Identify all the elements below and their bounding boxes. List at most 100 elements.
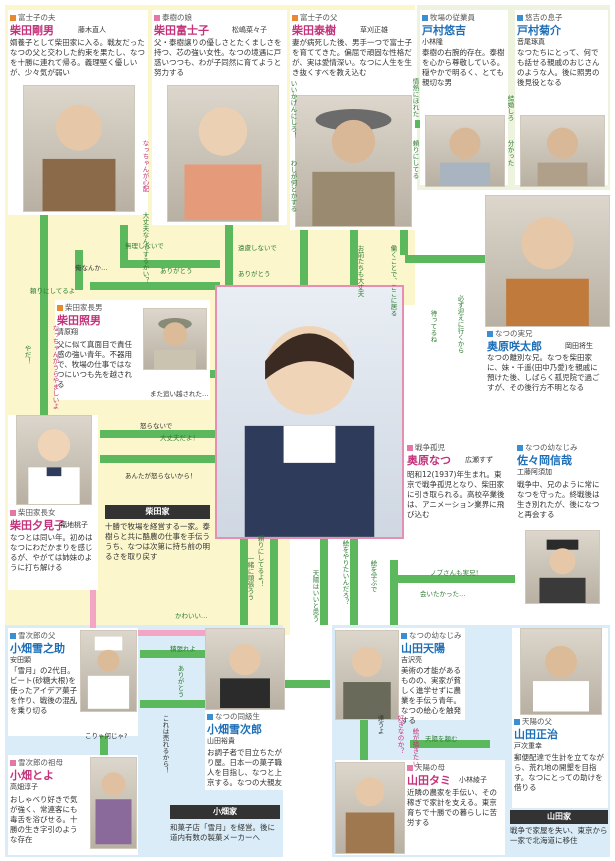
relation-label: また追い越された… bbox=[150, 390, 209, 398]
character-name: 佐々岡信哉 bbox=[517, 454, 572, 467]
relation-label: 必ず迎えに行くから bbox=[456, 295, 464, 354]
connector-line bbox=[410, 740, 490, 748]
character-desc: なつの離別な兄。なつを柴田家に、妹・千遥(田中乃愛)を親戚に預けた後、しばらく孤… bbox=[487, 353, 600, 392]
character-name: 柴田泰樹 bbox=[292, 24, 336, 37]
relation-label: 情熱にほれた bbox=[411, 78, 419, 117]
character-role: 富士子の夫 bbox=[10, 12, 56, 23]
character-actor: 安田顕 bbox=[10, 656, 31, 664]
character-card-yuji: 牧場の従業員 戸村悠吉 小林隆 泰樹の右腕的存在。泰樹を心から尊敬している。穏や… bbox=[420, 10, 508, 187]
character-name: 小畑とよ bbox=[10, 769, 54, 782]
connector-line bbox=[280, 680, 330, 688]
character-photo bbox=[90, 757, 137, 849]
heroine-photo bbox=[215, 285, 404, 539]
character-desc: 戦争中、兄のように常になつを守った。終戦後は生き別れたが、後になつと再会する bbox=[517, 480, 600, 519]
character-actor: 工藤阿須加 bbox=[517, 468, 552, 476]
character-card-shoji: 天陽の父 山田正治 戸次重幸 郵便配達で生計を立てながら、荒れ地の開墾を目指す。… bbox=[512, 628, 608, 808]
character-photo bbox=[525, 530, 600, 604]
connector-line bbox=[350, 230, 358, 285]
character-card-nobuya: なつの幼なじみ 佐々岡信哉 工藤阿須加 戦争中、兄のように常になつを守った。終戦… bbox=[515, 440, 608, 605]
character-name: 小畑雪次郎 bbox=[207, 723, 262, 736]
relation-label: 結婚しろ bbox=[506, 95, 514, 121]
character-photo bbox=[23, 85, 135, 212]
relation-label: いいかげんにしろ！ bbox=[289, 80, 297, 139]
person-icon bbox=[506, 217, 589, 326]
connector-line bbox=[90, 282, 220, 290]
relation-label: 大丈夫なんてするかい？ bbox=[141, 212, 149, 284]
relation-label: かわいい… bbox=[175, 612, 208, 620]
connector-line-pink bbox=[90, 630, 250, 636]
character-role: なつの幼なじみ bbox=[401, 630, 462, 641]
connector-line bbox=[240, 535, 248, 625]
relation-label: 積張れよ bbox=[170, 645, 196, 653]
character-photo bbox=[167, 85, 279, 222]
relation-label: 大丈夫だよ！ bbox=[160, 434, 199, 442]
character-role: 戦争孤児 bbox=[407, 442, 445, 453]
character-card-tenyo: なつの幼なじみ 山田天陽 吉沢亮 美術の才能があるものの、実家が貧しく進学せずに… bbox=[335, 628, 465, 725]
relation-label: ノブさんも実兄！ bbox=[430, 569, 482, 577]
character-role: 雪次郎の父 bbox=[10, 630, 56, 641]
character-actor: 岡田将生 bbox=[565, 342, 593, 350]
family-tag-koban: 小畑家 bbox=[170, 805, 280, 819]
relation-label: 絵を学ぶで bbox=[369, 560, 377, 593]
character-desc: 「雪月」の2代目。ビート(砂糖大根)を使ったアイデア菓子を作り、戦後の混乱を乗り… bbox=[10, 666, 78, 715]
connector-line bbox=[140, 650, 205, 658]
character-photo bbox=[485, 195, 610, 327]
character-actor: 音尾琢真 bbox=[517, 38, 545, 46]
relation-label: こりゃ何じゃ? bbox=[85, 732, 128, 740]
character-name: 柴田剛男 bbox=[10, 24, 54, 37]
person-icon bbox=[87, 636, 130, 709]
relation-label: 天陽はいいと思う bbox=[311, 570, 319, 622]
person-icon bbox=[440, 127, 490, 186]
character-desc: 郵便配達で生計を立てながら、荒れ地の開墾を目指す。なつにとっての助けを借りる bbox=[514, 753, 604, 792]
character-desc: お調子者で目立ちたがり屋。日本一の菓子職人を目指し、なつと上京する。なつの大親友 bbox=[207, 748, 282, 787]
connector-line bbox=[390, 575, 520, 583]
character-name: 柴田富士子 bbox=[154, 24, 209, 37]
relation-label: 天陽を頼む bbox=[425, 735, 458, 743]
relation-label: ありがとう bbox=[160, 267, 193, 275]
relation-label: 絵が描きたい bbox=[411, 728, 419, 767]
relation-label: やだ！ bbox=[23, 345, 31, 365]
character-name: 戸村悠吉 bbox=[422, 24, 466, 37]
character-role: 天陽の父 bbox=[514, 716, 552, 727]
character-photo bbox=[335, 762, 405, 854]
character-role: 悠吉の息子 bbox=[517, 12, 563, 23]
character-name: 山田タミ bbox=[407, 774, 451, 787]
character-name: 柴田夕見子 bbox=[10, 519, 65, 532]
character-name: 奥原咲太郎 bbox=[487, 340, 542, 353]
character-desc: 美術の才能があるものの、実家が貧しく進学せずに農業を手伝う青年。なつの絵心を触発… bbox=[401, 666, 461, 725]
connector-line bbox=[120, 225, 128, 265]
connector-line bbox=[100, 430, 220, 438]
character-desc: 近隣の農家を手伝い、その稼ぎで家計を支える。東京育ちで十勝での暮らしに苦労する bbox=[407, 788, 497, 827]
character-actor: 藤木直人 bbox=[78, 26, 106, 34]
person-icon bbox=[154, 318, 196, 369]
character-desc: 婿養子として柴田家に入る。戦友だったなつの父と交わした約束を果たし、なつを十勝に… bbox=[10, 38, 145, 77]
character-photo bbox=[335, 630, 399, 720]
relation-label: 頼りにしてるよ bbox=[30, 287, 76, 295]
family-tag-yamada: 山田家 bbox=[510, 810, 608, 824]
character-card-yukinosuke: 雪次郎の父 小畑雪之助 安田顕 「雪月」の2代目。ビート(砂糖大根)を使ったアイ… bbox=[8, 628, 138, 736]
connector-line bbox=[225, 225, 233, 285]
relation-label: わしが何とかする bbox=[289, 160, 297, 212]
relation-label: なっちゃんが心配 bbox=[141, 140, 149, 192]
character-name: 小畑雪之助 bbox=[10, 642, 65, 655]
relation-label: 絵をやりたいんだろ？ bbox=[341, 540, 349, 605]
character-actor: 草刈正雄 bbox=[360, 26, 388, 34]
character-card-natsu: 戦争孤児 奥原なつ 広瀬すず 昭和12(1937)年生まれ。東京で戦争孤児となり… bbox=[405, 440, 510, 575]
person-icon bbox=[539, 539, 586, 603]
connector-line bbox=[300, 230, 308, 285]
person-icon bbox=[244, 325, 375, 537]
character-actor: 清原翔 bbox=[57, 328, 78, 336]
character-actor: 福地桃子 bbox=[60, 521, 88, 529]
connector-line bbox=[75, 250, 83, 290]
character-photo bbox=[425, 115, 505, 187]
character-actor: 戸次重幸 bbox=[514, 742, 542, 750]
character-actor: 松嶋菜々子 bbox=[232, 26, 267, 34]
connector-line bbox=[100, 715, 108, 775]
character-card-taiki: 富士子の父 柴田泰樹 草刈正雄 妻が病死した後、男手一つで富士子を育ててきた。偏… bbox=[290, 10, 415, 230]
relation-label: 会いたかった… bbox=[420, 590, 466, 598]
relation-label: 頼りにしてる bbox=[411, 140, 419, 179]
connector-line bbox=[270, 535, 278, 625]
character-card-yukijiro: なつの同級生 小畑雪次郎 山田裕貴 お調子者で目立ちたがり屋。日本一の菓子職人を… bbox=[205, 628, 285, 790]
relation-label: 一緒に頑張ろう bbox=[246, 555, 254, 601]
family-tag-shibata: 柴田家 bbox=[105, 505, 210, 519]
